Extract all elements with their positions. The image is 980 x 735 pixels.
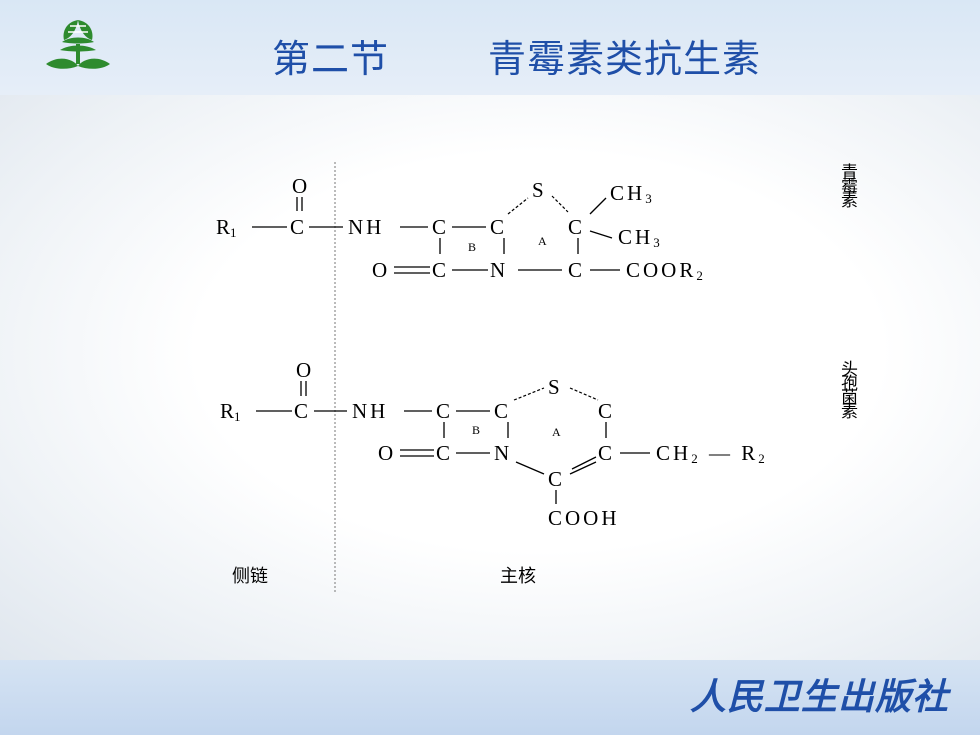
group-cooh: COOH [548,506,620,530]
atom-c-lactam: C [436,441,450,465]
core-label: 主核 [500,566,536,587]
footer-band [0,660,980,735]
atom-c-carbonyl: C [294,399,308,423]
cephalosporin-label: 头孢菌素 [837,360,857,416]
atom-o-lactam: O [372,258,387,282]
atom-c-b2: C [490,215,504,239]
atom-n: N [490,258,505,282]
group-ch3-a: CH3 [610,181,655,206]
side-chain-label: 侧链 [232,566,268,587]
atom-nh: NH [348,215,384,239]
plant-emblem-icon [46,20,110,69]
penicillin-structure: O R1 C NH C C S C CH3 CH3 B A O [216,174,706,283]
ring-b-label: B [468,240,476,254]
cephalosporin-structure: O R1 C NH C C S C B A O C [220,358,768,530]
atom-c-b1: C [436,399,450,423]
group-ch3-b: CH3 [618,225,663,250]
penicillin-label: 青霉素 [837,163,857,205]
header-band [0,0,980,95]
publisher-logo: 人民卫生出版社 [690,676,950,718]
atom-s: S [532,178,544,202]
atom-c-carboxyl: C [568,258,582,282]
atom-o-lactam: O [378,441,393,465]
atom-c-b1: C [432,215,446,239]
ring-b-label: B [472,423,480,437]
atom-c-b2: C [494,399,508,423]
atom-nh: NH [352,399,388,423]
atom-c-lactam: C [432,258,446,282]
content-area [0,95,980,665]
atom-c-ring: C [598,399,612,423]
atom-c-gem: C [568,215,582,239]
atom-o: O [292,174,307,198]
atom-n: N [494,441,509,465]
group-ch2-r2: CH2 — R2 [656,441,768,466]
ring-a-label: A [538,234,547,248]
atom-r1: R1 [220,399,241,424]
atom-c-carbonyl: C [290,215,304,239]
section-label: 第二节 [272,37,390,81]
atom-o: O [296,358,311,382]
atom-c3: C [598,441,612,465]
atom-r1: R1 [216,215,237,240]
group-coor2: COOR2 [626,258,706,283]
atom-s: S [548,375,560,399]
ring-a-label: A [552,425,561,439]
page-title: 青霉素类抗生素 [488,37,762,81]
atom-c4: C [548,467,562,491]
